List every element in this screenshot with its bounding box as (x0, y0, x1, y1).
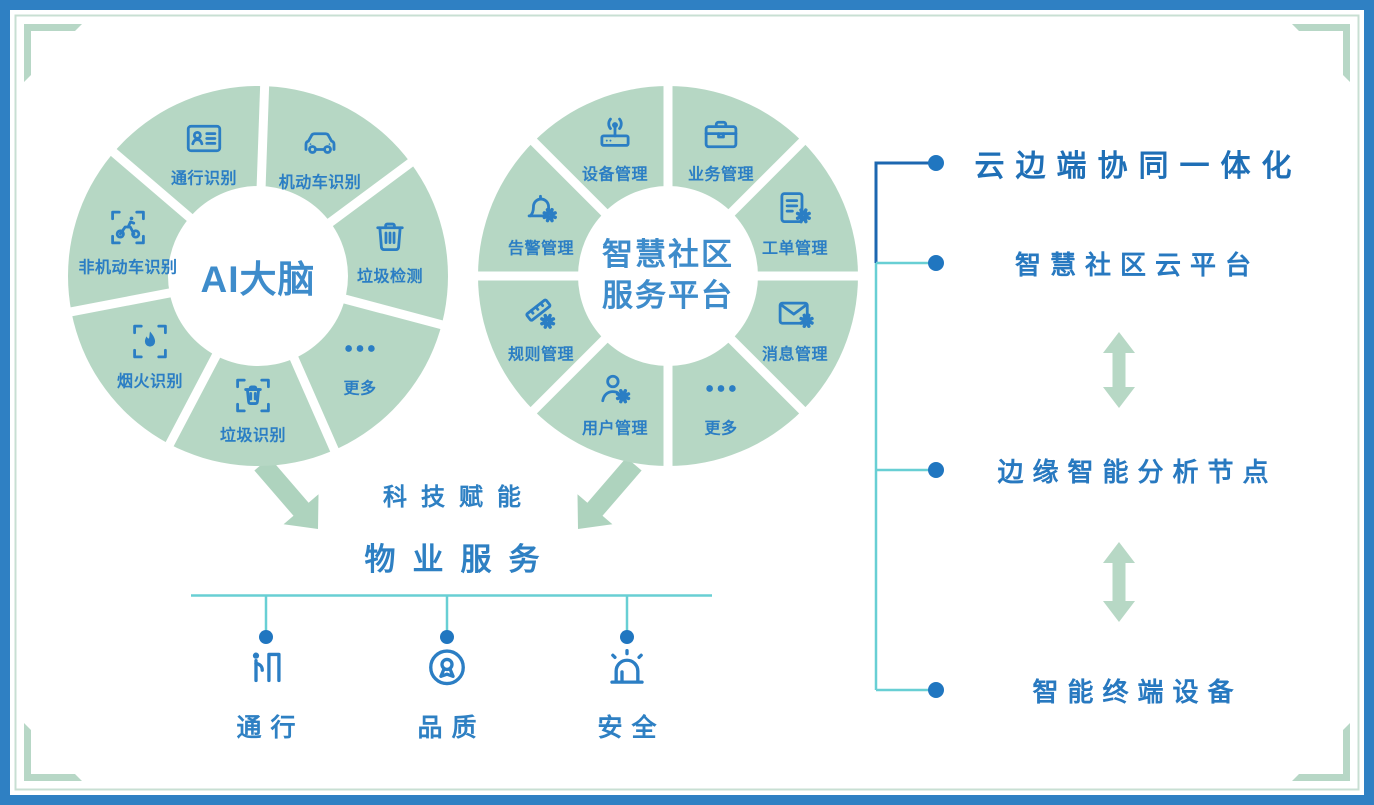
mail-gear-icon (715, 294, 875, 338)
architecture-item-3: 智能终端设备 (928, 670, 1312, 710)
id-card-icon (124, 118, 284, 162)
bike-scan-icon (48, 207, 208, 251)
community-platform-donut: 智慧社区 服务平台 业务管理工单管理消息管理更多用户管理规则管理告警管理设备管理 (468, 76, 868, 476)
donut-segment-bell-gear: 告警管理 (461, 188, 621, 259)
ai-brain-donut: AI大脑 机动车识别垃圾检测更多垃圾识别烟火识别非机动车识别通行识别 (58, 76, 458, 476)
siren-icon (552, 644, 702, 696)
bullet-dot-icon (928, 682, 944, 698)
platform-center-label: 智慧社区 服务平台 (602, 235, 734, 317)
more-icon (280, 328, 440, 372)
flame-scan-icon (70, 321, 230, 365)
trash-icon (310, 216, 470, 260)
segment-label: 规则管理 (507, 346, 574, 364)
donut-segment-flame-scan: 烟火识别 (70, 321, 230, 392)
service-label: 安全 (597, 714, 666, 742)
bullet-dot-icon (928, 255, 944, 271)
donut-segment-bike-scan: 非机动车识别 (48, 207, 208, 278)
donut-segment-trash: 垃圾检测 (310, 216, 470, 287)
architecture-item-label: 边缘智能分析节点 (997, 456, 1278, 487)
donut-segment-rule-gear: 规则管理 (461, 294, 621, 365)
ai-brain-center-label: AI大脑 (200, 259, 316, 300)
segment-label: 通行识别 (170, 170, 237, 188)
user-gear-icon (535, 368, 695, 412)
architecture-item-2: 边缘智能分析节点 (928, 450, 1312, 490)
bell-gear-icon (461, 188, 621, 232)
service-label: 通行 (236, 714, 305, 742)
segment-label: 垃圾检测 (356, 268, 423, 286)
donut-segment-workorder: 工单管理 (715, 188, 875, 259)
segment-label: 烟火识别 (116, 373, 183, 391)
router-icon (535, 114, 695, 158)
segment-label: 垃圾识别 (219, 427, 286, 445)
platform-center-line1: 智慧社区 (602, 237, 734, 273)
architecture-item-0: 云边端协同一体化 (928, 143, 1312, 183)
service-label: 品质 (417, 714, 486, 742)
segment-label: 工单管理 (761, 240, 828, 258)
medal-icon (372, 644, 522, 696)
architecture-item-label: 智慧社区云平台 (1014, 249, 1260, 280)
donut-segment-id-card: 通行识别 (124, 118, 284, 189)
architecture-item-label: 智能终端设备 (1032, 676, 1243, 707)
rule-gear-icon (461, 294, 621, 338)
service-gate: 通行 (191, 644, 341, 744)
service-medal: 品质 (372, 644, 522, 744)
segment-label: 用户管理 (581, 420, 648, 438)
architecture-item-1: 智慧社区云平台 (928, 243, 1312, 283)
donut-segment-router: 设备管理 (535, 114, 695, 185)
bullet-dot-icon (928, 155, 944, 171)
service-siren: 安全 (552, 644, 702, 744)
tech-empowerment-tagline: 科技赋能 (383, 484, 535, 511)
bullet-dot-icon (928, 462, 944, 478)
architecture-item-label: 云边端协同一体化 (974, 150, 1303, 183)
platform-center-line2: 服务平台 (602, 278, 734, 313)
gate-icon (191, 644, 341, 696)
property-service-title: 物业服务 (364, 542, 557, 577)
segment-label: 消息管理 (761, 346, 828, 364)
donut-segment-user-gear: 用户管理 (535, 368, 695, 439)
segment-label: 告警管理 (507, 240, 574, 258)
segment-label: 非机动车识别 (78, 259, 178, 277)
segment-label: 设备管理 (581, 166, 648, 184)
workorder-icon (715, 188, 875, 232)
donut-segment-mail-gear: 消息管理 (715, 294, 875, 365)
